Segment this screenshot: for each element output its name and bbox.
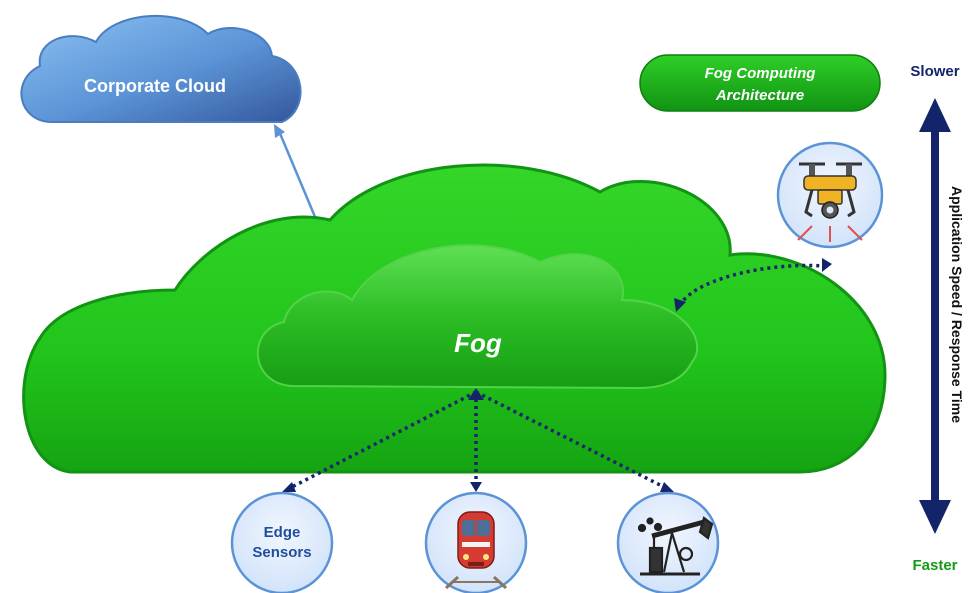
train-node [424,491,528,593]
edge-sensors-label-2: Sensors [252,544,311,561]
edge-sensors-node: Edge Sensors [230,491,334,593]
legend-line-2: Architecture [715,87,804,104]
legend-line-1: Fog Computing [705,65,816,82]
speed-axis-down-arrow [919,500,951,534]
corporate-cloud-label: Corporate Cloud [84,76,226,96]
speed-axis-up-arrow [919,98,951,132]
connector-oil-pump [475,390,667,490]
train-icon [444,511,508,590]
inner-fog-cloud: Fog [257,244,699,390]
corporate-cloud: Corporate Cloud [20,14,302,123]
slower-label: Slower [910,63,959,80]
legend-badge: Fog Computing Architecture [639,54,881,112]
oil-pump-icon [637,516,714,576]
fog-connectors [289,263,825,490]
cloud-fog-link [274,124,323,231]
drone-node [776,141,884,249]
speed-axis-label: Application Speed / Response Time [949,186,965,423]
oil-pump-node [616,491,720,593]
faster-label: Faster [912,557,957,574]
drone-icon [797,162,863,242]
axis-label-backing [944,184,966,452]
connector-arrowheads [282,258,832,492]
fog-label: Fog [454,328,502,358]
speed-axis: Slower Faster Application Speed / Respon… [910,63,966,574]
edge-sensors-label-1: Edge [264,524,301,541]
